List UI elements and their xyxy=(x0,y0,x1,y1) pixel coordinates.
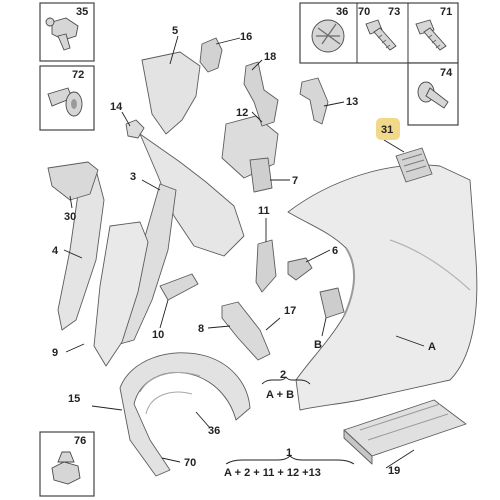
hardware-label-73: 73 xyxy=(388,6,400,18)
callout-7: 7 xyxy=(292,175,298,187)
formula-2-number: 2 xyxy=(280,369,286,381)
formula-1-number: 1 xyxy=(286,447,292,459)
callout-A: A xyxy=(428,341,436,353)
callout-labels: 5 16 18 13 12 14 3 7 11 6 4 30 9 10 8 17… xyxy=(52,25,436,477)
callout-4: 4 xyxy=(52,245,59,257)
part-8-brace[interactable] xyxy=(221,301,271,361)
part-5-inner-reinforcement[interactable] xyxy=(141,51,201,135)
assembly-formula-1: 1 A + 2 + 11 + 12 +13 xyxy=(224,447,355,479)
part-19-sill-insulation[interactable] xyxy=(343,399,467,465)
hardware-label-71: 71 xyxy=(440,6,452,18)
hardware-label-72: 72 xyxy=(72,69,84,81)
flange-bolt-icon xyxy=(415,19,447,51)
hardware-box-35[interactable]: 35 xyxy=(39,2,95,62)
callout-16: 16 xyxy=(240,31,252,43)
callout-B: B xyxy=(314,339,322,351)
callout-10: 10 xyxy=(152,329,164,341)
callout-14: 14 xyxy=(110,101,123,113)
part-10-brace[interactable] xyxy=(159,273,199,301)
shoulder-bolt-icon xyxy=(417,81,449,109)
part-30-upper-bracket[interactable] xyxy=(47,161,99,201)
callout-9: 9 xyxy=(52,347,58,359)
callout-18: 18 xyxy=(264,51,276,63)
callout-30: 30 xyxy=(64,211,76,223)
nut-clip-icon xyxy=(51,451,81,485)
callout-36: 36 xyxy=(208,425,220,437)
part-9-wheel-arch-panel[interactable] xyxy=(93,221,149,367)
part-14-tab[interactable] xyxy=(125,119,145,139)
part-18-bracket[interactable] xyxy=(243,61,279,127)
hardware-box-76[interactable]: 76 xyxy=(39,431,95,497)
hardware-label-76: 76 xyxy=(74,435,86,447)
callout-12: 12 xyxy=(236,107,248,119)
leader-lines xyxy=(63,35,425,469)
assembly-formula-2: 2 A + B xyxy=(261,369,311,401)
part-A-outer-quarter-panel[interactable] xyxy=(287,164,478,411)
formula-1-text: A + 2 + 11 + 12 +13 xyxy=(224,467,321,479)
callout-13: 13 xyxy=(346,96,358,108)
part-4-inner-column[interactable] xyxy=(57,169,105,331)
callout-6: 6 xyxy=(332,245,338,257)
hardware-box-36-70-73-71[interactable]: 36 70 73 71 xyxy=(299,2,459,64)
callout-17: 17 xyxy=(284,305,296,317)
part-A-character-line xyxy=(389,239,471,291)
hardware-label-70: 70 xyxy=(358,6,370,18)
hardware-label-74: 74 xyxy=(440,67,453,79)
callout-19: 19 xyxy=(388,465,400,477)
callout-31: 31 xyxy=(381,124,393,136)
callout-11: 11 xyxy=(258,205,270,217)
callout-3: 3 xyxy=(130,171,136,183)
part-7-plate[interactable] xyxy=(249,157,273,193)
part-15-liner-ribs xyxy=(139,372,201,415)
callout-8: 8 xyxy=(198,323,204,335)
bolt-with-washer-icon xyxy=(365,19,397,51)
part-13-bracket[interactable] xyxy=(299,77,329,125)
callout-70: 70 xyxy=(184,457,196,469)
part-A-wheel-arch-lip xyxy=(343,247,356,317)
fir-tree-clip-icon xyxy=(311,19,345,53)
part-16-bracket[interactable] xyxy=(199,37,223,73)
hardware-label-36: 36 xyxy=(336,6,348,18)
hardware-box-74[interactable]: 74 xyxy=(407,62,459,126)
callout-31-highlight: 31 xyxy=(376,118,400,140)
part-6-clip[interactable] xyxy=(287,257,313,281)
callout-5: 5 xyxy=(172,25,178,37)
hardware-box-72[interactable]: 72 xyxy=(39,65,95,131)
screw-rivet-icon xyxy=(47,87,83,117)
hardware-label-35: 35 xyxy=(76,6,88,18)
part-31-vent-grille[interactable] xyxy=(395,147,433,183)
part-B-reinforcement[interactable] xyxy=(319,287,345,319)
formula-2-text: A + B xyxy=(266,389,294,401)
callout-15: 15 xyxy=(68,393,80,405)
push-clip-icon xyxy=(45,17,79,51)
part-11-bracket[interactable] xyxy=(255,239,277,293)
